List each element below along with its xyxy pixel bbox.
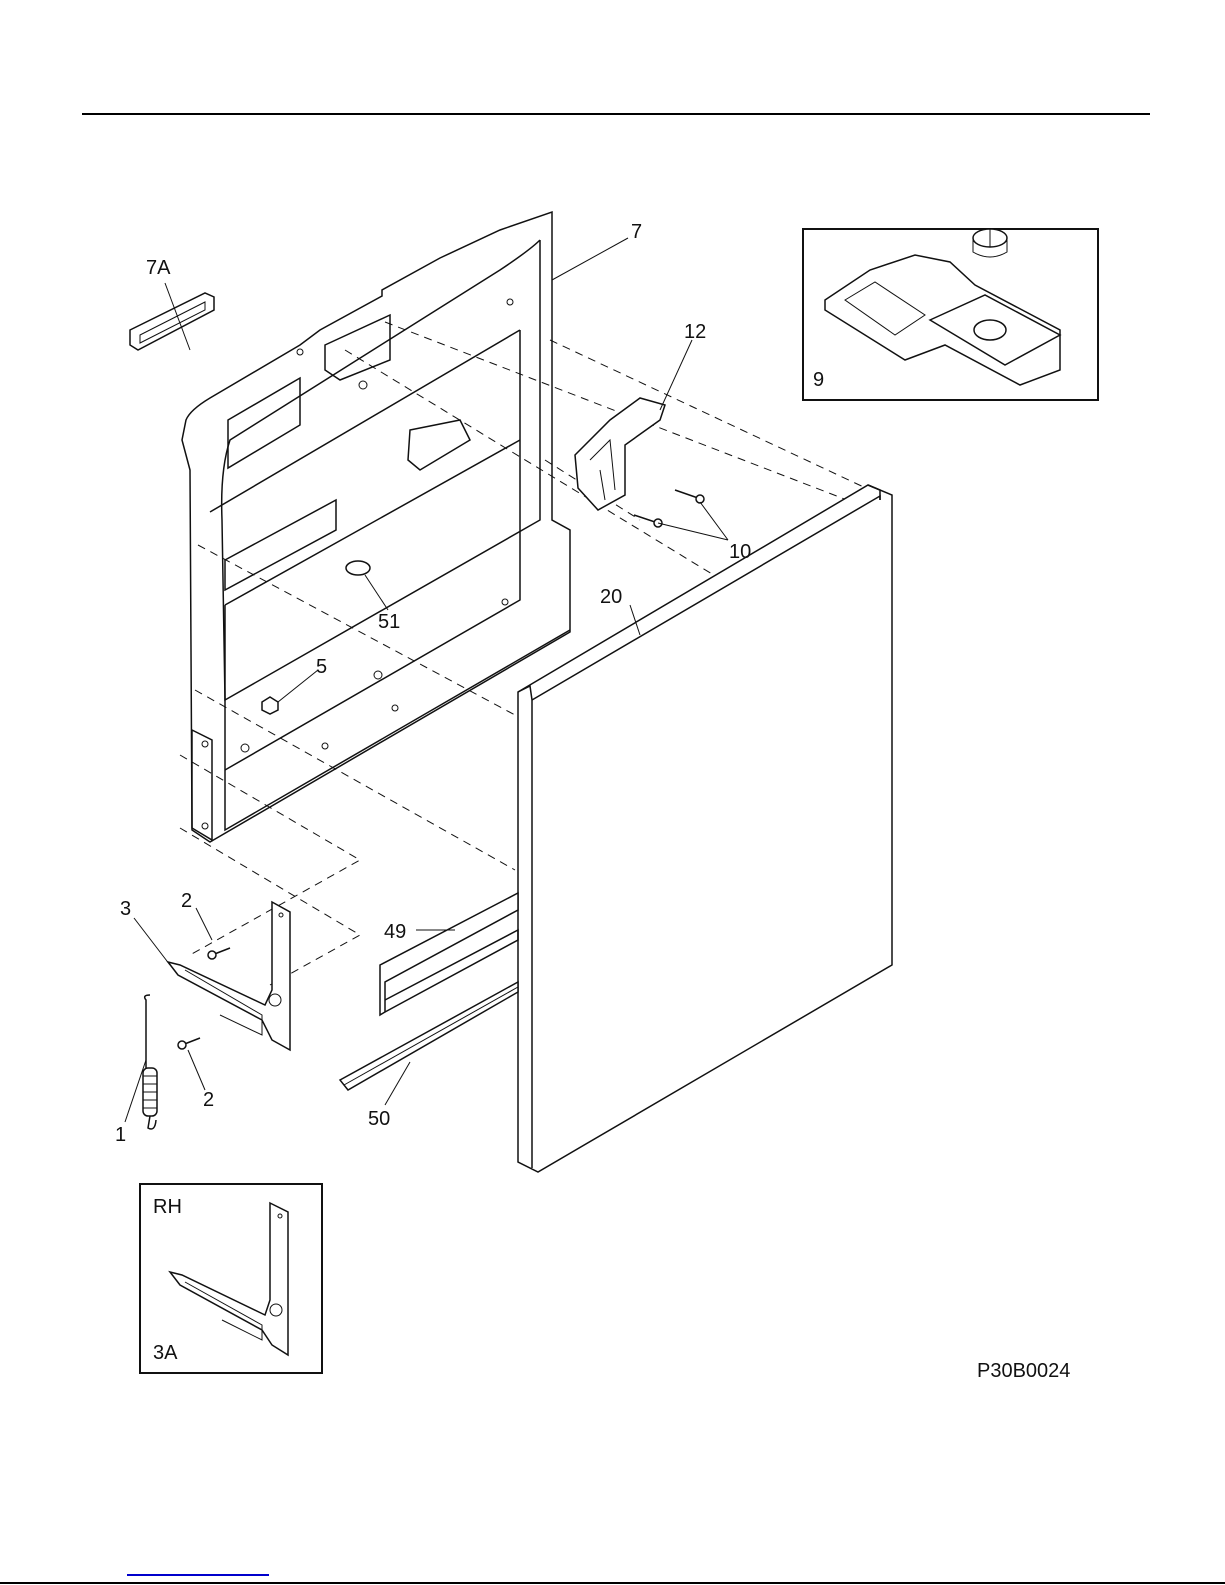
inset-side-label: RH [153, 1196, 182, 1218]
leader-lines [124, 237, 729, 1123]
outer-door-panel [517, 484, 893, 1173]
spring-part [142, 994, 158, 1130]
screw-head-icon [177, 1040, 187, 1050]
callout-10: 10 [729, 541, 751, 563]
drawing-number: P30B0024 [977, 1360, 1070, 1382]
nut-part [261, 696, 279, 715]
callout-2-upper: 2 [181, 890, 192, 912]
rh-hinge-inset: RH 3A [139, 1183, 323, 1374]
callout-9: 9 [813, 369, 824, 391]
callout-51: 51 [378, 611, 400, 633]
inner-door-panel [181, 210, 571, 843]
callout-3: 3 [120, 898, 131, 920]
footer-rule [0, 1582, 1225, 1584]
callout-12: 12 [684, 321, 706, 343]
dispenser-inset: 9 [802, 228, 1099, 401]
callout-7: 7 [631, 221, 642, 243]
callout-20: 20 [600, 586, 622, 608]
latch-part [574, 397, 666, 511]
callout-2-lower: 2 [203, 1089, 214, 1111]
trim-49-part [379, 891, 519, 1017]
inset-part-number: 3A [153, 1342, 178, 1364]
callout-1: 1 [115, 1124, 126, 1146]
callout-49: 49 [384, 921, 406, 943]
callout-7a: 7A [146, 257, 171, 279]
callout-50: 50 [368, 1108, 390, 1130]
vent-cover-part [129, 292, 215, 351]
trim-50-part [338, 980, 519, 1091]
screw-head-icon [207, 950, 217, 960]
latch-screws [633, 489, 705, 528]
page-link-underline[interactable] [127, 1574, 269, 1576]
plug-part [345, 560, 371, 576]
callout-5: 5 [316, 656, 327, 678]
hinge-part [166, 900, 291, 1052]
